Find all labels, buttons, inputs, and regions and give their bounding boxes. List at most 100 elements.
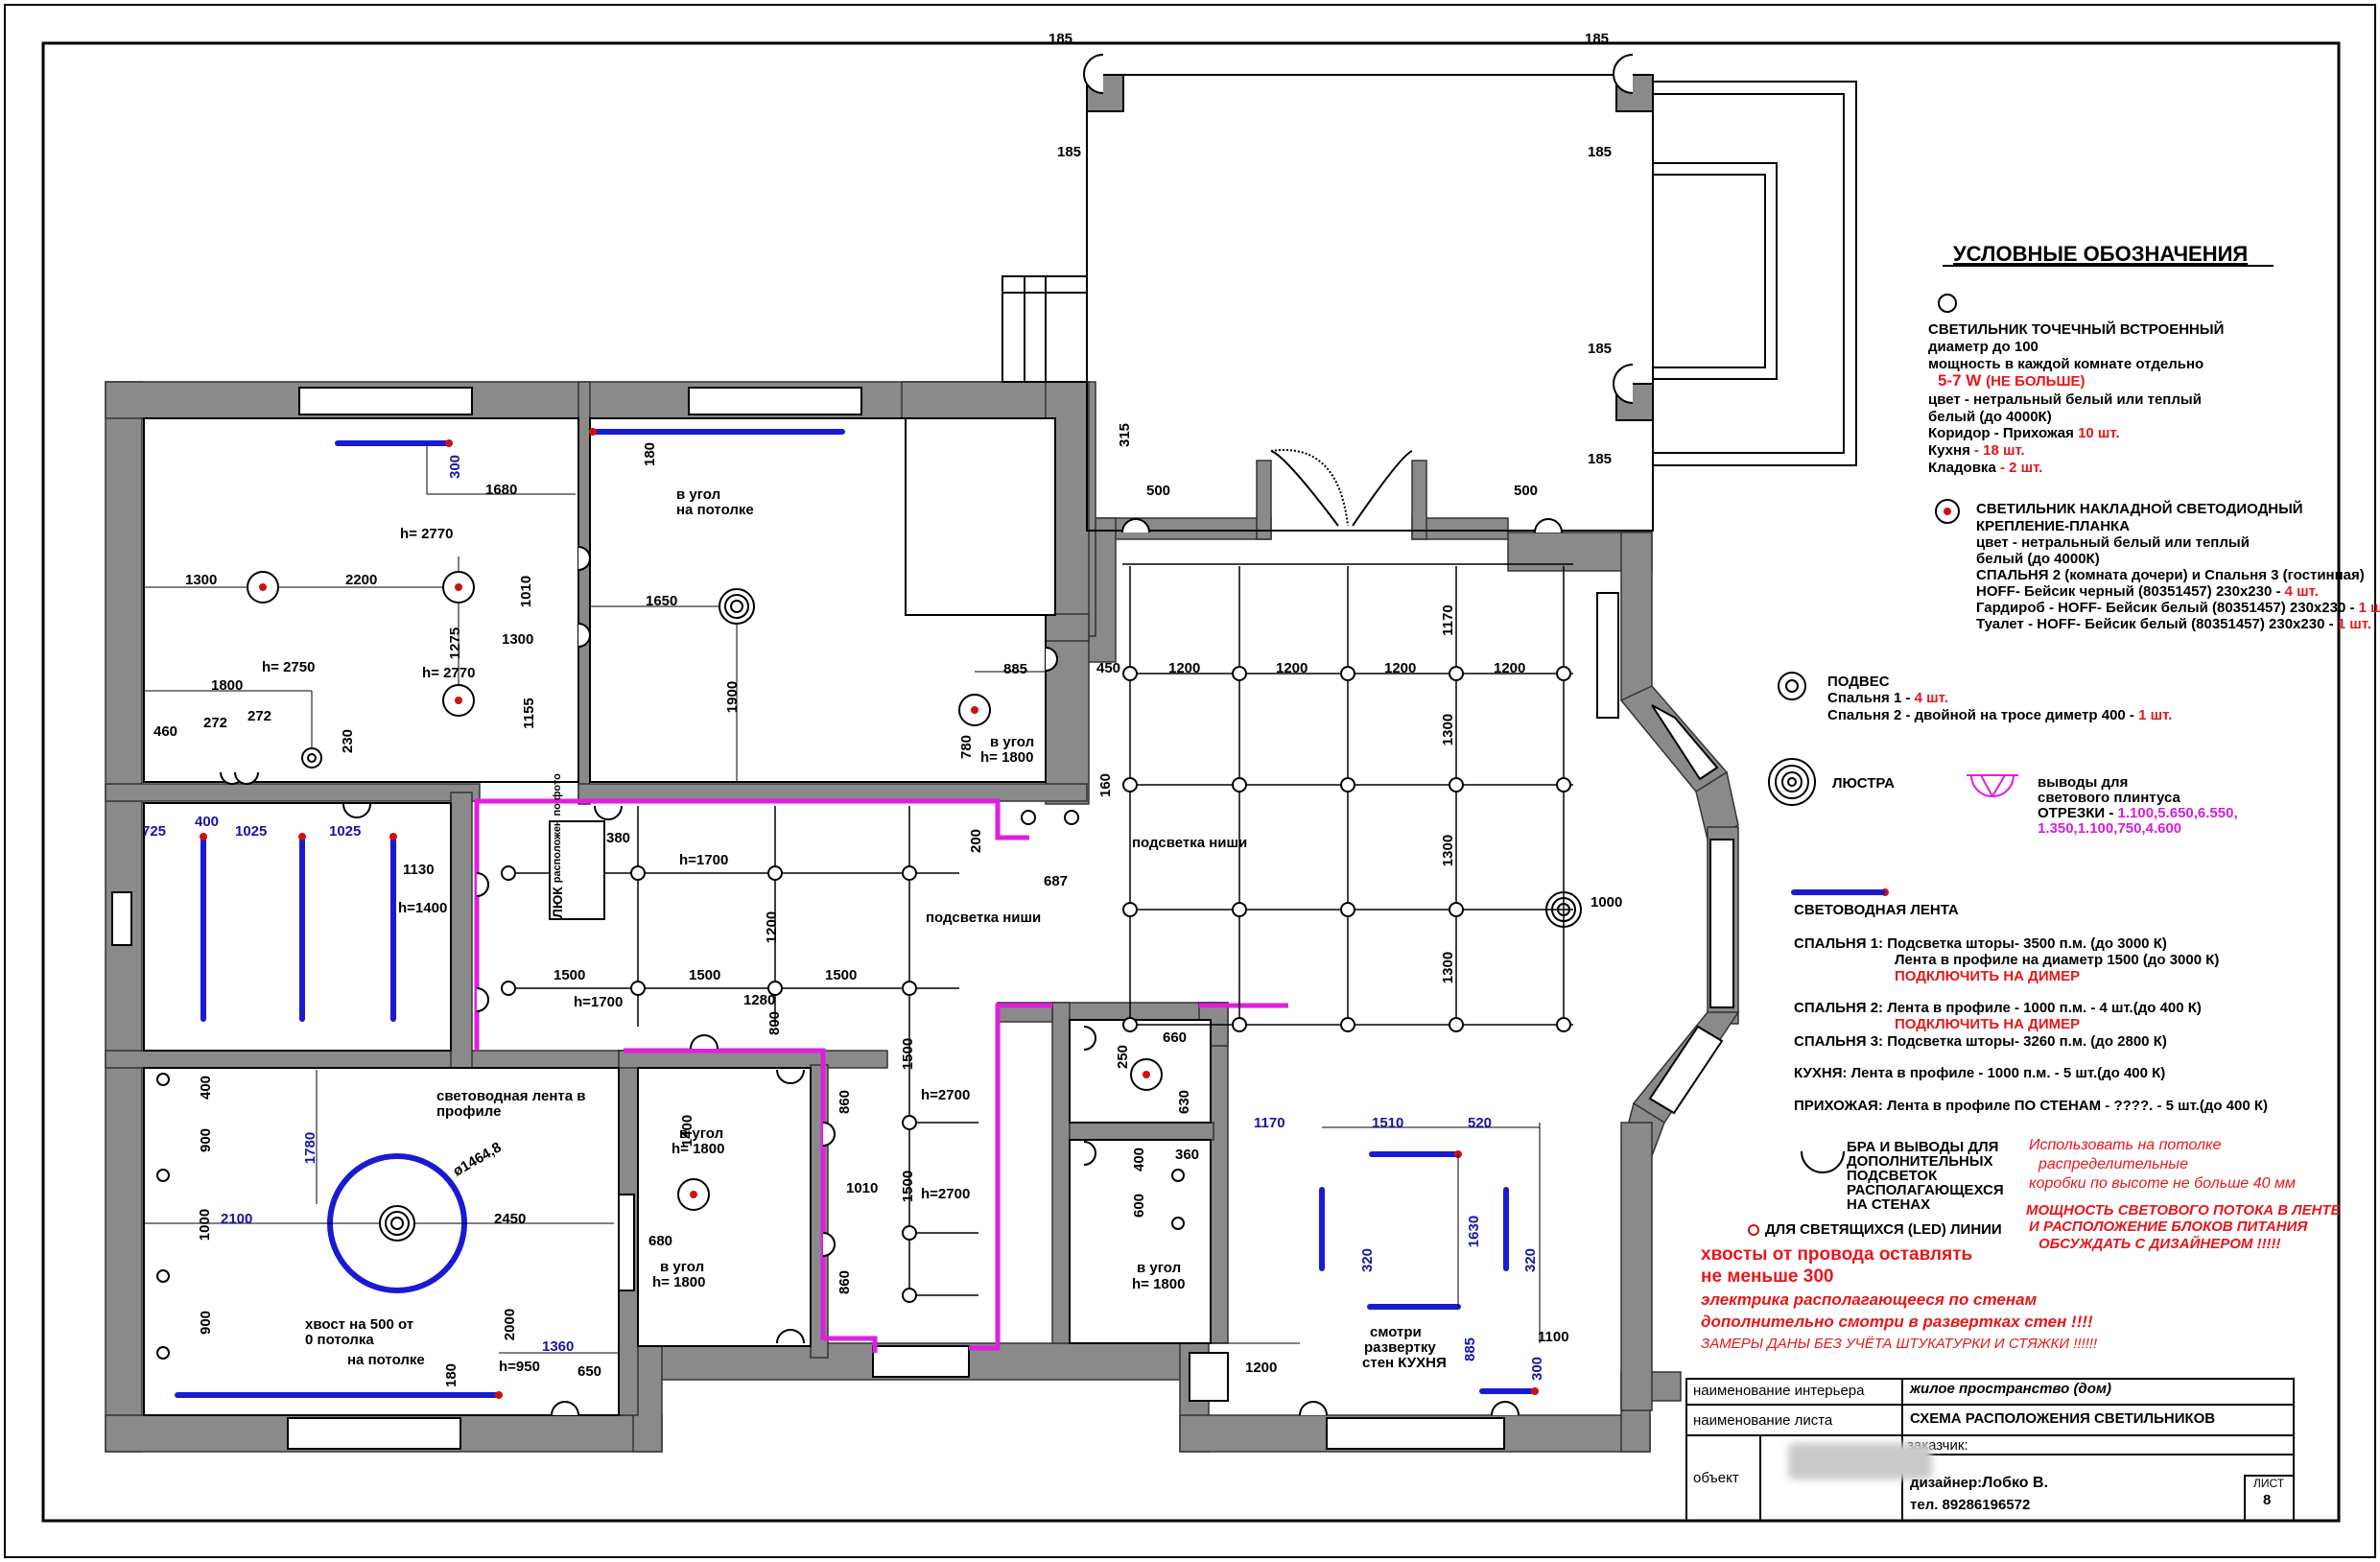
dim-660: 660: [1163, 1030, 1188, 1046]
h950: h=950: [499, 1359, 540, 1375]
dim-230: 230: [340, 728, 357, 754]
dim-500-2: 500: [1514, 483, 1539, 499]
note-8: не меньше 300: [1701, 1266, 1834, 1287]
corner-1: в угол: [990, 734, 1035, 750]
dim-1130: 1130: [403, 862, 435, 878]
legend-title: УСЛОВНЫЕ ОБОЗНАЧЕНИЯ: [1953, 242, 2249, 266]
note-1: Использовать на потолке: [2029, 1137, 2222, 1153]
blurred-object: [1788, 1443, 1932, 1479]
spot-power: 5-7 W (НЕ БОЛЬШЕ): [1938, 371, 2085, 390]
corner-4: в угол: [1137, 1260, 1182, 1276]
wall-line2: ДОПОЛНИТЕЛЬНЫХ: [1847, 1153, 1993, 1170]
dim-1000v: 1000: [197, 1208, 214, 1242]
corner-ceil-1: в угол: [676, 486, 721, 503]
interior-label: наименование интерьера: [1693, 1383, 1865, 1399]
surface-line6-qty: 1 шт.: [2358, 600, 2380, 616]
dim-1200-2: 1200: [1276, 660, 1308, 676]
note-4: МОЩНОСТЬ СВЕТОВОГО ПОТОКА В ЛЕНТЕ: [2026, 1202, 2341, 1219]
h1700-2: h=1700: [574, 994, 624, 1010]
h1800-2: h= 1800: [672, 1141, 725, 1157]
surface-line5-text: HOFF- Бейсик черный (80351457) 230х230 -: [1976, 583, 2281, 600]
dim-160: 160: [1097, 772, 1115, 798]
sheet-label: наименование листа: [1693, 1412, 1833, 1429]
dim-400-2: 400: [1131, 1147, 1148, 1172]
strip-kitchen: КУХНЯ: Лента в профиле - 1000 п.м. - 5 ш…: [1794, 1065, 2166, 1081]
spot-kitchen-label: Кухня: [1928, 442, 1970, 459]
strip-title: СВЕТОВОДНАЯ ЛЕНТА: [1794, 902, 1959, 918]
dim-1500-2: 1500: [689, 967, 721, 983]
dim-650: 650: [577, 1363, 602, 1380]
dim-400-3: 400: [198, 1075, 215, 1100]
surface-line7-text: Туалет - HOFF- Бейсик белый (80351457) 2…: [1976, 616, 2334, 632]
note-10: дополнительно смотри в развертках стен !…: [1701, 1313, 2093, 1331]
spot-kitchen: Кухня - 18 шт.: [1928, 442, 2025, 459]
dim-380: 380: [606, 830, 631, 846]
dim-1300-1: 1300: [185, 572, 218, 588]
sheet-value: СХЕМА РАСПОЛОЖЕНИЯ СВЕТИЛЬНИКОВ: [1910, 1410, 2216, 1427]
spot-legend-symbol: [1938, 294, 1957, 313]
dim-1025-2: 1025: [329, 823, 362, 840]
dim-185-2: 185: [1585, 31, 1610, 47]
niche-2: подсветка ниши: [926, 910, 1042, 926]
dim-885b: 885: [1462, 1337, 1479, 1362]
pendant-line1: Спальня 1 - 4 шт.: [1827, 690, 1948, 706]
dim-1000: 1000: [1591, 894, 1623, 911]
dim-460: 460: [153, 723, 178, 740]
surface-line1: КРЕПЛЕНИЕ-ПЛАНКА: [1976, 518, 2131, 534]
note-5: И РАСПОЛОЖЕНИЕ БЛОКОВ ПИТАНИЯ: [2029, 1219, 2308, 1235]
dim-1630: 1630: [1466, 1215, 1483, 1248]
led-strips: [175, 429, 1888, 1398]
legend-title-underline: [1943, 265, 2274, 267]
dim-1650: 1650: [646, 593, 678, 609]
designer: дизайнер:Лобко В.: [1910, 1475, 2048, 1492]
dimension-lines: [144, 443, 1541, 1354]
niche-1: подсветка ниши: [1132, 835, 1248, 851]
dim-1200-3: 1200: [1384, 660, 1417, 676]
dim-1500v-1: 1500: [900, 1037, 917, 1071]
dim-185-5: 185: [1588, 341, 1613, 357]
dim-1300v-3: 1300: [1440, 951, 1457, 984]
dim-500-1: 500: [1146, 483, 1171, 499]
dim-725: 725: [142, 823, 167, 840]
dim-860-2: 860: [837, 1269, 854, 1295]
look-3: стен КУХНЯ: [1362, 1355, 1447, 1371]
dim-2450: 2450: [494, 1211, 527, 1227]
dim-450: 450: [1096, 660, 1121, 676]
spot-line2: мощность в каждой комнате отдельно: [1928, 356, 2204, 372]
wall-line5: НА СТЕНАХ: [1847, 1196, 1931, 1213]
note-11: ЗАМЕРЫ ДАНЫ БЕЗ УЧЁТА ШТУКАТУРКИ И СТЯЖК…: [1701, 1336, 2098, 1352]
wall-lights: [220, 54, 1845, 1416]
spot-line4: белый (до 4000К): [1928, 409, 2052, 425]
dim-1025-1: 1025: [235, 823, 268, 840]
dim-800: 800: [766, 1010, 784, 1036]
corner-3: в угол: [660, 1259, 705, 1275]
designer-label: дизайнер:: [1910, 1475, 1983, 1491]
h2770-1: h= 2770: [400, 526, 454, 542]
hatch-label-1: ЛЮК: [550, 887, 565, 918]
h1800-4: h= 1800: [1132, 1276, 1186, 1292]
corner-ceil-2: на потолке: [676, 502, 754, 518]
dim-185-1: 185: [1049, 31, 1073, 47]
spot-line1: диаметр до 100: [1928, 339, 2038, 355]
dim-900-1: 900: [198, 1127, 215, 1153]
spot-corridor-qty: 10 шт.: [2078, 425, 2120, 441]
spot-power-value: 5-7 W: [1938, 371, 1982, 390]
spot-title: СВЕТИЛЬНИК ТОЧЕЧНЫЙ ВСТРОЕННЫЙ: [1928, 321, 2225, 338]
dim-250: 250: [1115, 1044, 1132, 1070]
hatch-label-3: по фото: [552, 773, 563, 816]
pendant-line1-text: Спальня 1 -: [1827, 690, 1911, 706]
dim-272-2: 272: [247, 708, 272, 724]
dim-2200: 2200: [345, 572, 378, 588]
hatch-label: ЛЮК расположен по фото: [549, 773, 605, 920]
dim-2000: 2000: [502, 1308, 519, 1341]
led-label: ДЛЯ СВЕТЯЩИХСЯ (LED) ЛИНИИ: [1765, 1221, 2002, 1238]
dim-272-1: 272: [203, 715, 228, 731]
plinth-line3-text: ОТРЕЗКИ -: [2038, 805, 2114, 821]
inner-frame: [41, 41, 2341, 1523]
dim-1200b: 1200: [1245, 1360, 1278, 1376]
spot-power-note: (НЕ БОЛЬШЕ): [1986, 373, 2085, 390]
dim-185-4: 185: [1588, 144, 1613, 160]
strip-bed3: СПАЛЬНЯ 3: Подсветка шторы- 3260 п.м. (д…: [1794, 1033, 2167, 1050]
h2770-2: h= 2770: [422, 665, 476, 681]
dim-1300-2: 1300: [502, 631, 534, 648]
